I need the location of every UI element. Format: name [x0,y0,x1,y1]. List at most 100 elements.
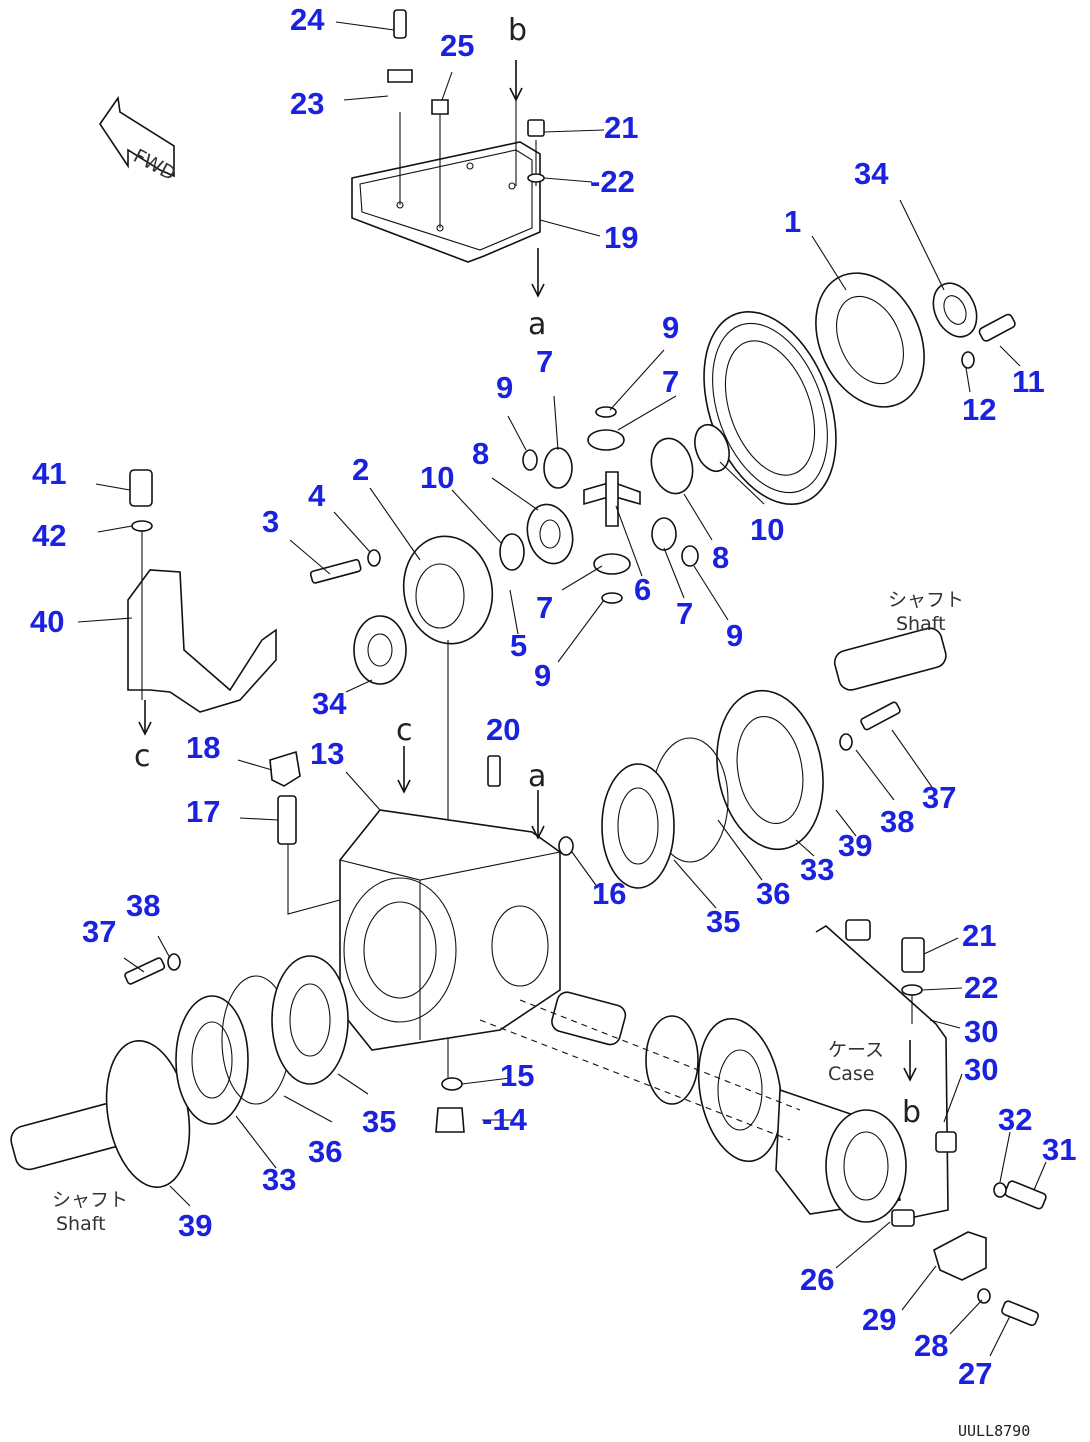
washer-28-icon [977,1288,991,1304]
note-case-en: Case [828,1063,875,1085]
callout-38a: 38 [126,888,160,923]
callout-1: 1 [784,204,801,239]
callout-5: 5 [510,628,527,663]
ref-b-top: b [508,13,527,48]
hose-fitting-icon [845,919,871,941]
bolt-21-icon [527,119,545,137]
pinion-7b-icon [587,429,625,451]
callout-7c: 7 [536,590,553,625]
callout-27: 27 [958,1356,992,1391]
washer-9d-icon [681,545,699,567]
callout-7b: 7 [662,364,679,399]
bolt-16-icon [558,836,574,856]
ref-b-right: b [902,1095,921,1130]
plug-23-icon [387,69,413,83]
callout-14: -14 [482,1102,528,1137]
o-ring-15-icon [441,1077,463,1091]
callout-9c: 9 [726,618,743,653]
pinion-7c-icon [593,553,631,575]
diff-case-half-group [309,535,494,1080]
callout-8b: 8 [712,540,729,575]
bolt-31-icon [1004,1180,1047,1210]
ref-c-left: c [134,739,151,774]
thrust-washer-10a-icon [499,533,525,571]
callout-26: 26 [800,1262,834,1297]
callout-36b: 36 [756,876,790,911]
thrust-washer-10-icon [694,423,730,473]
callout-numbers: 24 25 23 21 -22 19 34 1 11 12 9 7 9 7 8 … [30,2,1076,1391]
callout-22a: -22 [590,164,635,199]
bolt-11-icon [978,313,1016,342]
callout-4: 4 [308,478,326,513]
callout-8a: 8 [472,436,489,471]
clip-18-icon [269,750,301,787]
leader-lines [77,21,1047,1357]
callout-30a: 30 [964,1014,998,1049]
plug-24-icon [393,9,407,39]
callout-39b: 39 [838,828,872,863]
callout-25: 25 [440,28,474,63]
callout-9b: 9 [496,370,513,405]
callout-18: 18 [186,730,220,765]
pinion-7d-icon [651,517,677,551]
brake-housing-33b-icon [175,995,249,1125]
drawing-code: UULL8790 [958,1422,1030,1440]
note-shaft-right-en: Shaft [896,613,946,635]
callout-32: 32 [998,1102,1032,1137]
callout-33b: 33 [800,852,834,887]
callout-7d: 7 [676,596,693,631]
bolt-37b-icon [124,957,166,985]
callout-15: 15 [500,1058,534,1093]
bolt-21b-icon [901,937,925,973]
washer-38b-icon [167,953,181,971]
wheel-hub-icon [825,1109,907,1223]
breather-25-icon [431,99,449,115]
washer-42-icon [131,520,153,532]
callout-10b: 10 [750,512,784,547]
callout-34a: 34 [854,156,889,191]
bracket-40-icon [127,569,277,713]
left-side-group [10,953,349,1189]
callout-22b: 22 [964,970,998,1005]
washer-9a-icon [522,449,538,471]
sensor-17-icon [277,795,297,845]
diff-case-1-icon [815,272,925,408]
callout-35a: 35 [706,904,740,939]
callout-40: 40 [30,604,64,639]
callout-21a: 21 [604,110,638,145]
clamp-30b-icon [935,1131,957,1153]
callout-39a: 39 [178,1208,212,1243]
fitting-26-icon [891,1209,915,1227]
bracket-group [127,469,277,736]
callout-11: 11 [1012,364,1045,399]
brake-housing-33-icon [716,689,824,851]
bracket-29-icon [933,1231,987,1281]
callout-10a: 10 [420,460,454,495]
fwd-arrow-icon: FWD [99,95,179,185]
bearing-carrier-icon [645,1015,699,1105]
washer-12-icon [961,351,975,369]
bearing-34-icon [932,282,978,338]
callout-2: 2 [352,452,369,487]
hub-flange-icon [697,1017,783,1163]
top-cover-group [351,9,545,298]
side-gear-8a-icon [526,503,574,565]
note-case-jp: ケース [828,1039,884,1061]
callout-31: 31 [1042,1132,1076,1167]
axle-housing-13-icon [339,809,561,1051]
brake-plate-35-icon [601,763,675,889]
callout-16: 16 [592,876,626,911]
callout-28: 28 [914,1328,948,1363]
washer-9c-icon [601,592,623,604]
washer-38a-icon [839,733,853,751]
callout-33a: 33 [262,1162,296,1197]
note-shaft-right-jp: シャフト [888,589,964,611]
diff-case-2-icon [402,535,494,645]
callout-9a: 9 [662,310,679,345]
shaft-right-icon [833,627,947,691]
pin-20-icon [487,755,501,787]
axle-shaft-icon [551,991,627,1046]
callout-37a: 37 [82,914,116,949]
